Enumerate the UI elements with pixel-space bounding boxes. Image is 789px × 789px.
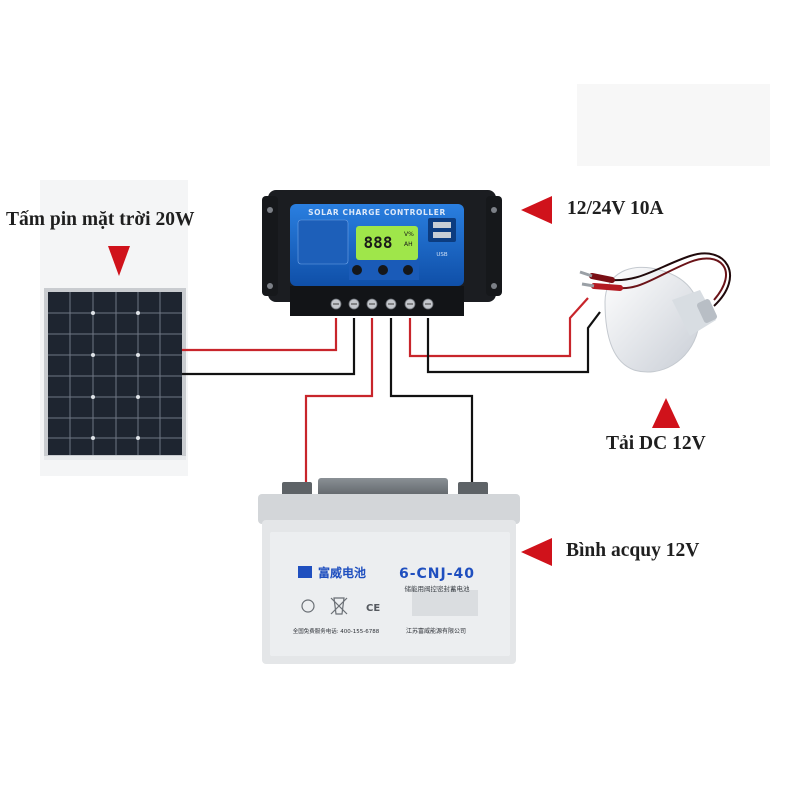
wire-load-negative (426, 311, 601, 374)
dc-lamp (579, 252, 732, 373)
wire-battery-negative (389, 318, 474, 488)
battery-company: 江苏富威能源有限公司 (406, 627, 466, 635)
battery-label: Bình acquy 12V (566, 540, 700, 561)
arrow-left-icon (521, 196, 552, 224)
wire-battery-positive (304, 318, 374, 488)
battery-brand: 富威电池 (318, 565, 366, 580)
usb-label: USB (436, 252, 448, 258)
arrow-left-icon (521, 538, 552, 566)
dc-load-label: Tải DC 12V (606, 433, 706, 454)
wire-panel-positive (182, 318, 338, 352)
battery (258, 478, 520, 664)
wire-load-positive (408, 297, 589, 358)
arrow-down-icon (108, 246, 130, 276)
battery-subtitle: 储能用阀控密封蓄电池 (405, 584, 471, 593)
battery-model: 6-CNJ-40 (399, 566, 475, 582)
charge-controller (262, 190, 502, 316)
arrow-up-icon (652, 398, 680, 428)
controller-label: 12/24V 10A (567, 198, 664, 219)
solar-panel (40, 180, 188, 476)
controller-header-text: SOLAR CHARGE CONTROLLER (308, 208, 446, 217)
ce-mark-icon: CE (366, 603, 380, 614)
lcd-unit-bottom: AH (404, 241, 413, 248)
lcd-digits: 888 (364, 233, 393, 252)
wires (182, 297, 601, 488)
solar-panel-label: Tấm pin mặt trời 20W (6, 209, 195, 230)
blank-area (577, 84, 770, 166)
battery-hotline: 全国免费服务电话: 400-155-6788 (293, 627, 380, 635)
lcd-unit-top: V% (404, 231, 414, 238)
wire-panel-negative (182, 318, 356, 376)
